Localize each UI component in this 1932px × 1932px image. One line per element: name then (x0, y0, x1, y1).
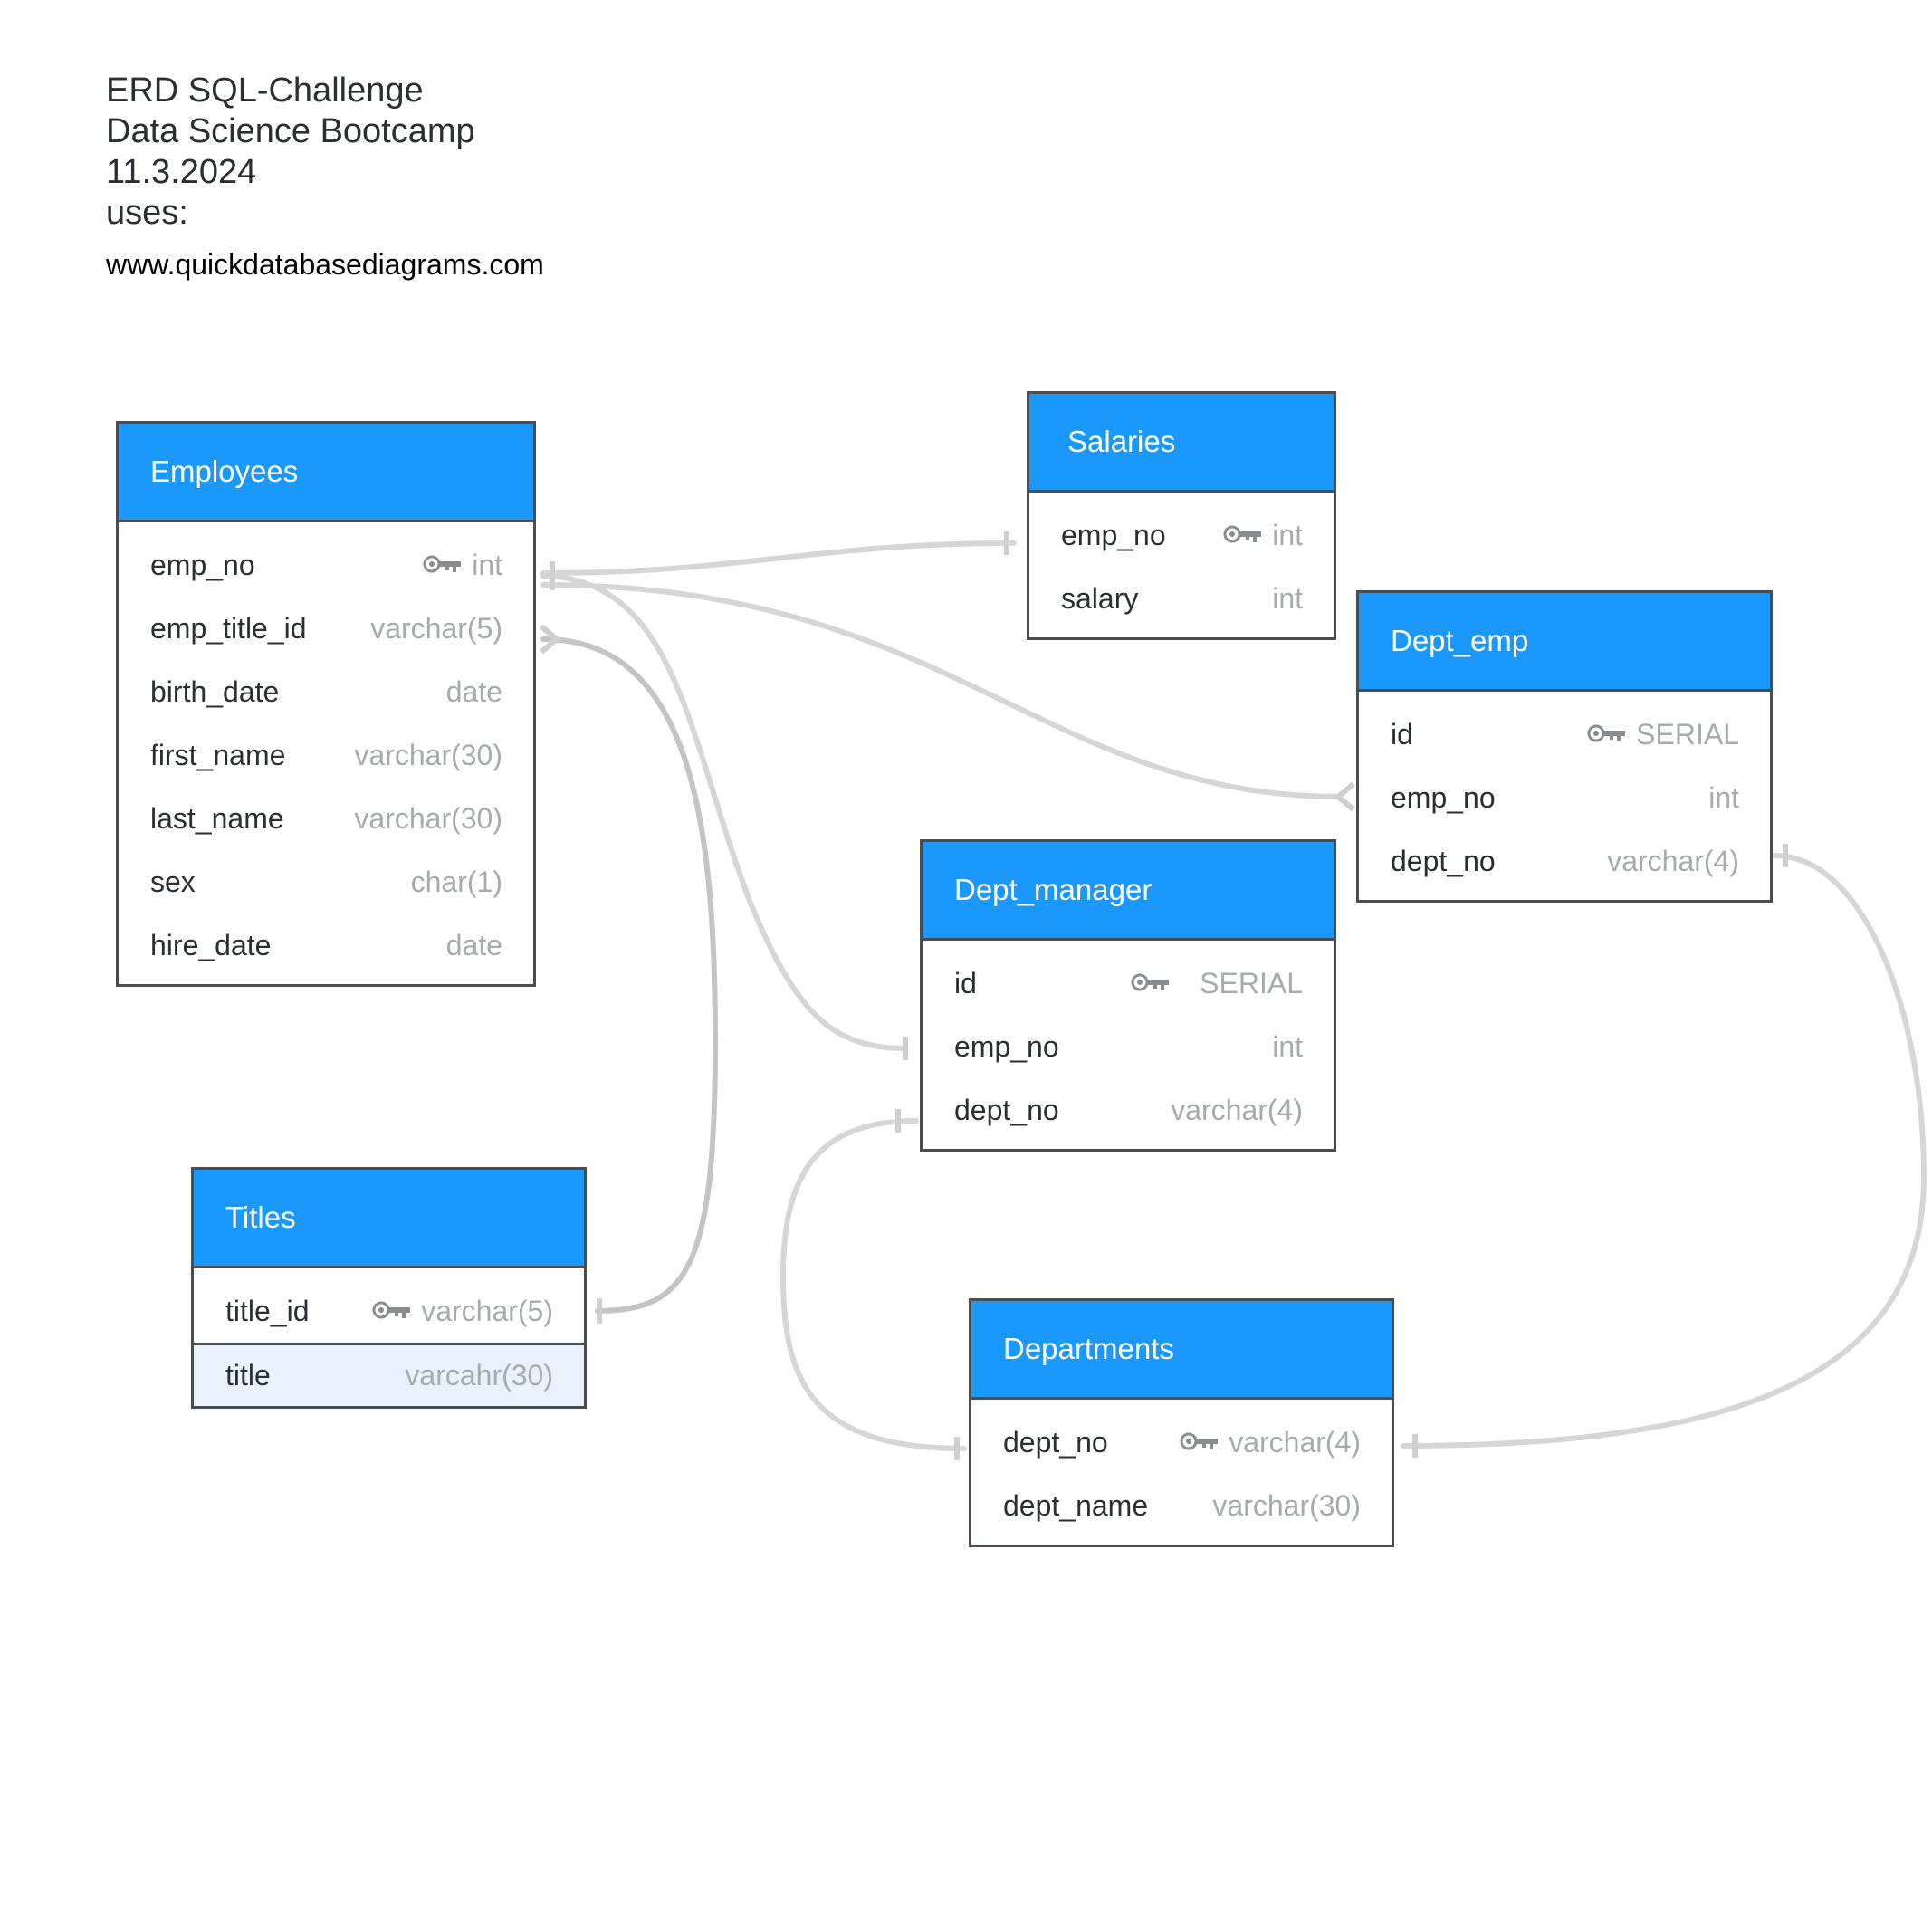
marker-many-employees-title (540, 624, 561, 655)
note-line-1: ERD SQL-Challenge (106, 72, 424, 110)
diagram-note: ERD SQL-Challenge Data Science Bootcamp … (106, 71, 544, 282)
column-name: emp_no (150, 548, 255, 581)
column-type: int (1272, 518, 1303, 551)
column-name: emp_title_id (150, 611, 307, 645)
column-row[interactable]: birth_date date (119, 660, 533, 723)
column-name: salary (1061, 581, 1139, 615)
table-salaries[interactable]: Salaries emp_no int salary int (1027, 391, 1336, 640)
column-type: int (472, 548, 502, 581)
column-type: int (1272, 1029, 1303, 1063)
column-row[interactable]: id SERIAL (1359, 703, 1770, 766)
column-type: varchar(5) (370, 611, 502, 645)
connector-employees-dept-emp[interactable] (540, 582, 1343, 799)
column-type: date (445, 674, 502, 708)
key-icon (1223, 525, 1262, 543)
column-type: int (1272, 581, 1303, 615)
column-name: dept_name (1003, 1488, 1149, 1522)
column-row[interactable]: dept_no varchar(4) (971, 1411, 1392, 1474)
column-row[interactable]: emp_no int (1359, 766, 1770, 829)
column-type: SERIAL (1200, 966, 1303, 999)
column-type: SERIAL (1636, 717, 1739, 751)
note-line-3: 11.3.2024 (106, 153, 257, 191)
column-type: date (445, 928, 502, 961)
column-type: varchar(30) (354, 738, 502, 771)
table-titles[interactable]: Titles title_id varchar(5) title varcahr… (191, 1167, 587, 1409)
column-row[interactable]: last_name varchar(30) (119, 787, 533, 850)
column-name: emp_no (1391, 780, 1496, 814)
column-type: varchar(4) (1171, 1093, 1303, 1126)
column-row[interactable]: id SERIAL (923, 952, 1334, 1015)
connector-employees-dept-manager[interactable] (540, 573, 908, 1051)
column-row[interactable]: sex char(1) (119, 850, 533, 913)
column-name: sex (150, 865, 196, 898)
column-name: emp_no (1061, 518, 1166, 551)
column-row[interactable]: emp_no int (923, 1015, 1334, 1078)
column-name: dept_no (954, 1093, 1059, 1126)
note-line-4: uses: (106, 194, 188, 232)
column-type: int (1708, 780, 1739, 814)
column-row[interactable]: hire_date date (119, 913, 533, 977)
marker-many-dept-emp (1334, 781, 1355, 812)
column-row[interactable]: salary int (1029, 567, 1334, 630)
table-header[interactable]: Salaries (1029, 394, 1334, 493)
note-line-2: Data Science Bootcamp (106, 112, 475, 150)
column-row[interactable]: title_id varchar(5) (194, 1279, 584, 1343)
table-dept-manager[interactable]: Dept_manager id SERIAL emp_no int dept_n… (920, 839, 1336, 1152)
table-header[interactable]: Titles (194, 1170, 584, 1268)
column-type: varcahr(30) (405, 1359, 553, 1392)
column-name: dept_no (1391, 844, 1496, 877)
column-type: varchar(4) (1229, 1425, 1361, 1459)
table-header[interactable]: Dept_manager (923, 842, 1334, 941)
connector-employees-salaries[interactable] (540, 540, 1017, 576)
column-row[interactable]: first_name varchar(30) (119, 723, 533, 787)
column-name: id (1391, 717, 1413, 751)
column-row[interactable]: emp_no int (1029, 503, 1334, 567)
column-type: varchar(4) (1607, 844, 1739, 877)
column-name: first_name (150, 738, 286, 771)
note-url[interactable]: www.quickdatabasediagrams.com (106, 248, 544, 281)
column-type: varchar(30) (354, 801, 502, 835)
column-name: title (225, 1359, 271, 1392)
table-departments[interactable]: Departments dept_no varchar(4) dept_name… (969, 1298, 1394, 1547)
column-name: emp_no (954, 1029, 1059, 1063)
table-header[interactable]: Departments (971, 1301, 1392, 1400)
column-name: birth_date (150, 674, 280, 708)
column-type: char(1) (410, 865, 502, 898)
connector-dept-emp-departments[interactable] (1401, 853, 1927, 1449)
key-icon (423, 555, 462, 573)
column-row-selected[interactable]: title varcahr(30) (194, 1343, 584, 1406)
key-icon (372, 1301, 411, 1319)
key-icon (1587, 724, 1626, 742)
column-name: hire_date (150, 928, 272, 961)
connector-employees-titles[interactable] (540, 636, 719, 1314)
table-dept-emp[interactable]: Dept_emp id SERIAL emp_no int dept_no va… (1356, 590, 1773, 903)
column-name: dept_no (1003, 1425, 1108, 1459)
column-name: last_name (150, 801, 284, 835)
table-header[interactable]: Dept_emp (1359, 593, 1770, 692)
column-type: varchar(5) (421, 1294, 553, 1327)
key-icon (1131, 973, 1170, 991)
table-employees[interactable]: Employees emp_no int emp_title_id varcha… (116, 421, 536, 987)
column-row[interactable]: dept_name varchar(30) (971, 1474, 1392, 1537)
column-row[interactable]: emp_title_id varchar(5) (119, 597, 533, 660)
column-name: id (954, 966, 977, 999)
column-row[interactable]: emp_no int (119, 533, 533, 597)
table-header[interactable]: Employees (119, 424, 533, 522)
column-type: varchar(30) (1212, 1488, 1361, 1522)
key-icon (1180, 1432, 1219, 1450)
column-row[interactable]: dept_no varchar(4) (923, 1078, 1334, 1142)
connector-dept-manager-departments[interactable] (779, 1118, 967, 1451)
column-name: title_id (225, 1294, 310, 1327)
column-row[interactable]: dept_no varchar(4) (1359, 829, 1770, 893)
